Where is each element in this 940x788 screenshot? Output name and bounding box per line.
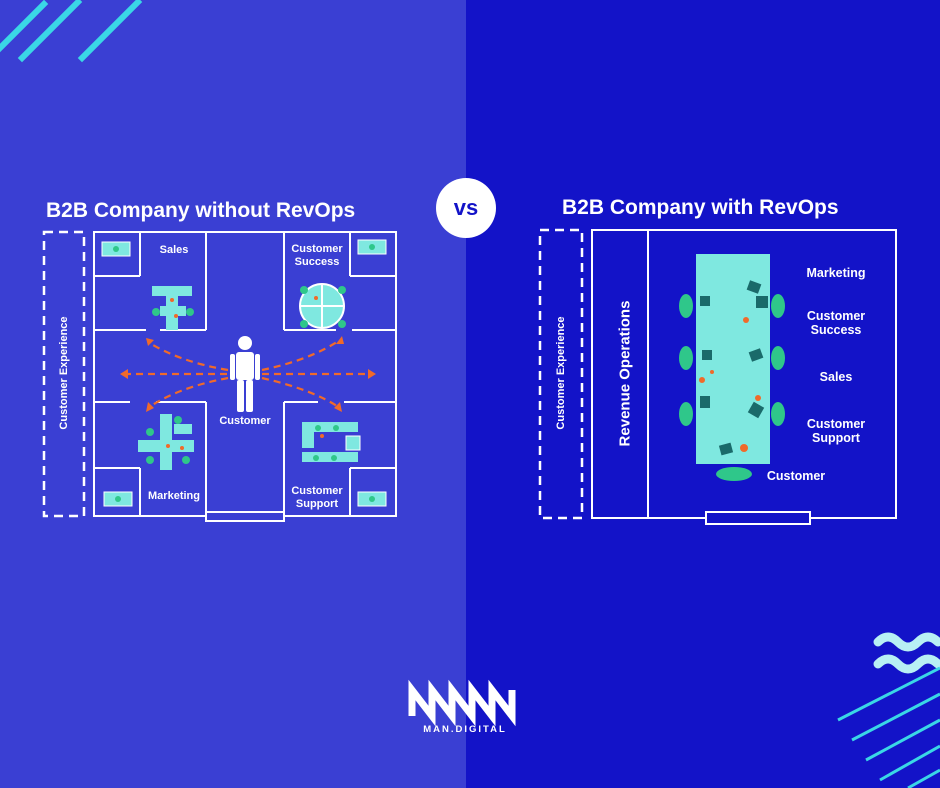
room-label-sales: Sales	[159, 244, 189, 256]
team-label-customer-support: Customer Support	[806, 417, 866, 445]
customer-arrows	[124, 339, 372, 409]
room-label-customer-success: Customer Success	[291, 243, 343, 268]
right-side-label: Customer Experience	[555, 316, 567, 430]
customer-success-round-table-icon	[299, 283, 346, 329]
team-label-marketing: Marketing	[806, 266, 866, 280]
zigzag-logo-icon	[408, 679, 516, 727]
left-side-dashed-frame	[42, 230, 86, 518]
stripes-top-left-icon	[0, 0, 143, 63]
room-label-marketing: Marketing	[148, 490, 200, 502]
team-label-customer: Customer	[766, 469, 826, 483]
right-floorplan	[591, 229, 897, 525]
left-side-label: Customer Experience	[58, 316, 70, 430]
left-floorplan	[93, 231, 397, 522]
marketing-desk-cluster-icon	[138, 414, 194, 470]
right-title: B2B Company with RevOps	[562, 196, 839, 219]
revenue-operations-label: Revenue Operations	[616, 300, 634, 447]
team-label-sales: Sales	[819, 370, 853, 384]
customer-support-desks-icon	[302, 422, 361, 462]
waves-bottom-right-icon	[873, 632, 940, 674]
customer-person-icon	[230, 336, 260, 412]
vs-badge: vs	[436, 178, 496, 238]
team-label-customer-success: Customer Success	[806, 309, 866, 337]
revops-long-table-icon	[679, 254, 785, 481]
room-label-customer: Customer	[219, 415, 271, 427]
right-side-dashed-frame	[538, 228, 584, 520]
left-title: B2B Company without RevOps	[46, 199, 356, 222]
stripes-bottom-right-icon	[837, 666, 940, 788]
sales-desk-cluster-icon	[152, 286, 194, 330]
left-panel	[0, 0, 466, 788]
logo-wordmark: MAN.DIGITAL	[423, 724, 507, 735]
room-label-customer-support: Customer Support	[291, 485, 343, 510]
